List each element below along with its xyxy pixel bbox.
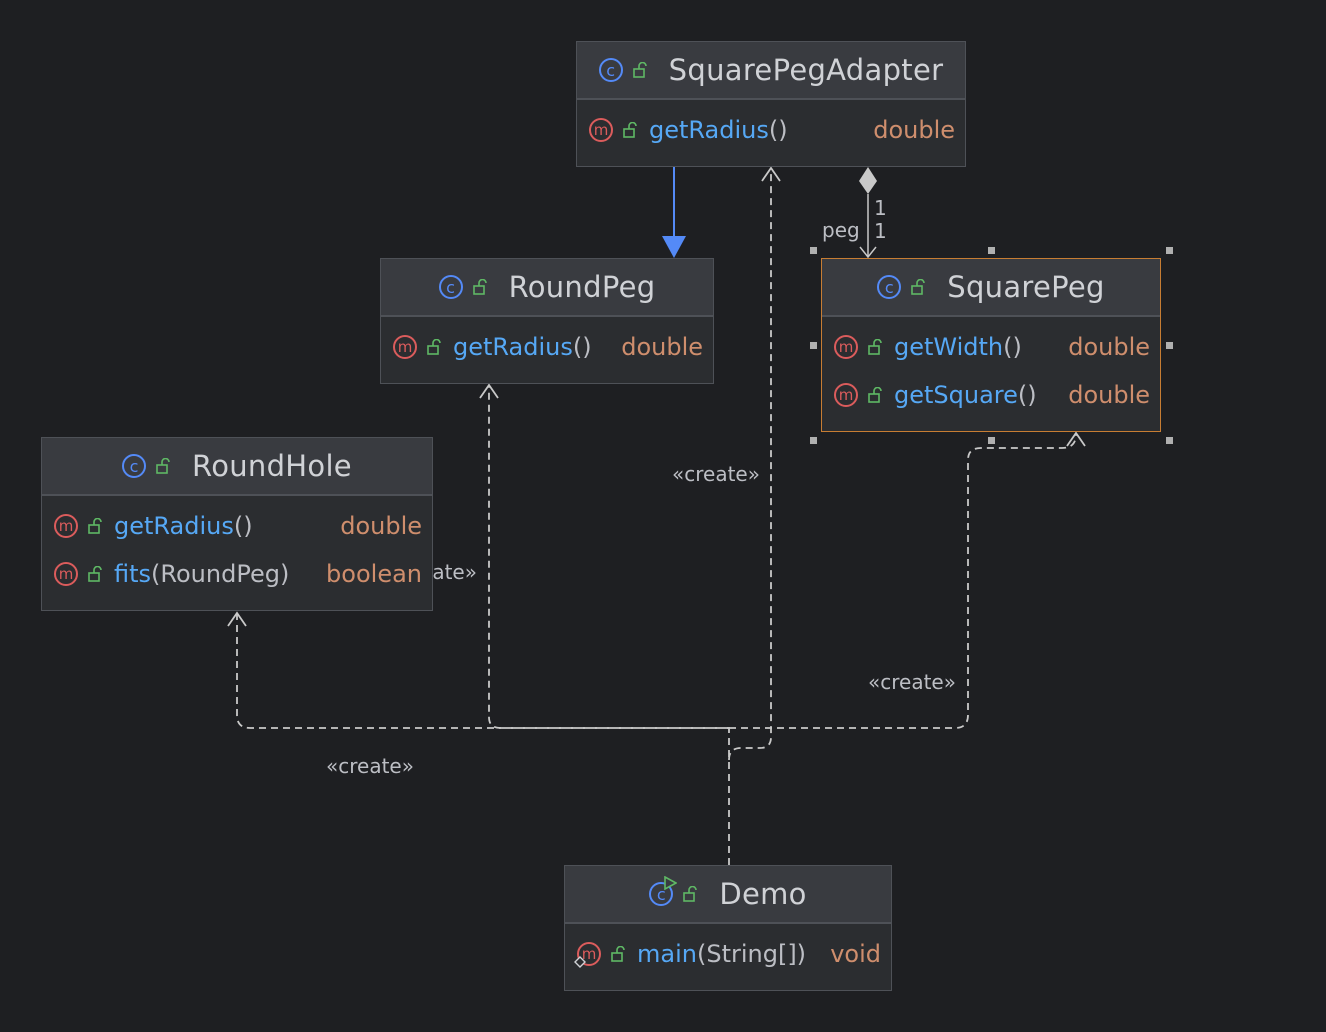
public-lock-icon: [472, 279, 487, 295]
resize-handle[interactable]: [1166, 437, 1173, 444]
create-arrowhead-squarepeg: [1066, 431, 1086, 447]
method-row[interactable]: m main(String[]) void: [574, 930, 881, 978]
resize-handle[interactable]: [810, 437, 817, 444]
public-lock-icon: [611, 946, 625, 962]
public-lock-icon: [868, 387, 882, 403]
method-icon: m: [54, 514, 78, 538]
method-row[interactable]: m getRadius() double: [54, 502, 422, 550]
class-icon: c: [649, 882, 674, 906]
static-method-icon: m: [574, 942, 611, 968]
public-lock-icon: [88, 518, 102, 534]
method-params: (RoundPeg): [151, 560, 290, 588]
class-header: c RoundHole: [42, 438, 432, 496]
public-lock-icon: [427, 339, 441, 355]
method-icon: m: [589, 118, 613, 142]
method-return-type: double: [621, 333, 703, 361]
resize-handle[interactable]: [1166, 342, 1173, 349]
resize-handle[interactable]: [988, 437, 995, 444]
method-return-type: void: [830, 940, 881, 968]
method-return-type: double: [1068, 333, 1150, 361]
method-params: (): [572, 333, 592, 361]
composition-target-multiplicity: 1: [874, 219, 887, 243]
method-row[interactable]: m getRadius() double: [589, 106, 955, 154]
class-name: SquarePegAdapter: [668, 53, 944, 87]
method-return-type: double: [873, 116, 955, 144]
class-header: c RoundPeg: [381, 259, 713, 317]
method-return-type: boolean: [326, 560, 422, 588]
public-lock-icon: [632, 62, 647, 78]
method-params: (String[]): [696, 940, 807, 968]
method-return-type: double: [1068, 381, 1150, 409]
method-name: getRadius: [649, 116, 769, 144]
class-node-roundpeg[interactable]: c RoundPeg m getRadius() double: [380, 258, 714, 384]
class-icon: c: [877, 275, 902, 299]
public-lock-icon: [683, 886, 698, 902]
method-row[interactable]: m getRadius() double: [393, 323, 703, 371]
public-lock-icon: [623, 122, 637, 138]
composition-role-label: peg: [822, 218, 860, 242]
method-row[interactable]: m getSquare() double: [834, 371, 1150, 419]
class-node-demo[interactable]: c Demo m main(String[]) void: [564, 865, 892, 991]
class-node-squarepegadapter[interactable]: c SquarePegAdapter m getRadius() double: [576, 41, 966, 167]
run-icon: [664, 876, 678, 890]
class-name: RoundHole: [192, 449, 352, 483]
runnable-class-icon: c: [649, 876, 678, 906]
class-icon: c: [598, 58, 623, 82]
class-icon: c: [122, 454, 147, 478]
composition-source-multiplicity: 1: [874, 196, 887, 220]
method-name: getRadius: [114, 512, 234, 540]
resize-handle[interactable]: [810, 247, 817, 254]
create-arrowhead-adapter: [761, 166, 781, 182]
create-label-adapter: «create»: [672, 462, 760, 486]
method-name: fits: [114, 560, 152, 588]
method-params: (): [1017, 381, 1037, 409]
static-marker-icon: [574, 956, 586, 968]
class-name: SquarePeg: [947, 270, 1105, 304]
method-name: main: [637, 940, 697, 968]
create-edge-roundhole: [236, 614, 730, 865]
generalization-edge[interactable]: [662, 167, 686, 258]
resize-handle[interactable]: [1166, 247, 1173, 254]
class-name: RoundPeg: [508, 270, 656, 304]
method-name: getRadius: [453, 333, 573, 361]
class-name: Demo: [719, 877, 807, 911]
public-lock-icon: [911, 279, 926, 295]
public-lock-icon: [88, 566, 102, 582]
method-params: (): [233, 512, 253, 540]
class-header: c SquarePegAdapter: [577, 42, 965, 100]
public-lock-icon: [156, 458, 170, 474]
method-row[interactable]: m fits(RoundPeg) boolean: [54, 550, 422, 598]
create-label-squarepeg: «create»: [868, 670, 956, 694]
method-icon: m: [834, 335, 858, 359]
method-name: getSquare: [894, 381, 1018, 409]
method-icon: m: [54, 562, 78, 586]
class-node-squarepeg[interactable]: c SquarePeg m getWidth() double m getSqu…: [821, 258, 1161, 432]
resize-handle[interactable]: [988, 247, 995, 254]
method-params: (): [1003, 333, 1022, 361]
resize-handle[interactable]: [810, 342, 817, 349]
create-label-roundhole: «create»: [326, 754, 414, 778]
class-header: c Demo: [565, 866, 891, 924]
method-params: (): [768, 116, 788, 144]
method-return-type: double: [340, 512, 422, 540]
create-arrowhead-roundpeg: [479, 383, 499, 399]
create-edge-squarepeg: [729, 433, 1077, 729]
class-node-roundhole[interactable]: c RoundHole m getRadius() double m fits(…: [41, 437, 433, 611]
class-icon: c: [438, 275, 463, 299]
method-name: getWidth: [894, 333, 1004, 361]
public-lock-icon: [868, 339, 882, 355]
create-arrowhead-roundhole: [227, 611, 247, 627]
create-edge-adapter: [728, 168, 772, 761]
class-header: c SquarePeg: [822, 259, 1160, 317]
method-icon: m: [393, 335, 417, 359]
composition-edge[interactable]: [859, 167, 877, 259]
method-icon: m: [834, 383, 858, 407]
method-icon: m: [577, 942, 601, 966]
create-edge-roundpeg: [488, 386, 729, 729]
method-row[interactable]: m getWidth() double: [834, 323, 1150, 371]
